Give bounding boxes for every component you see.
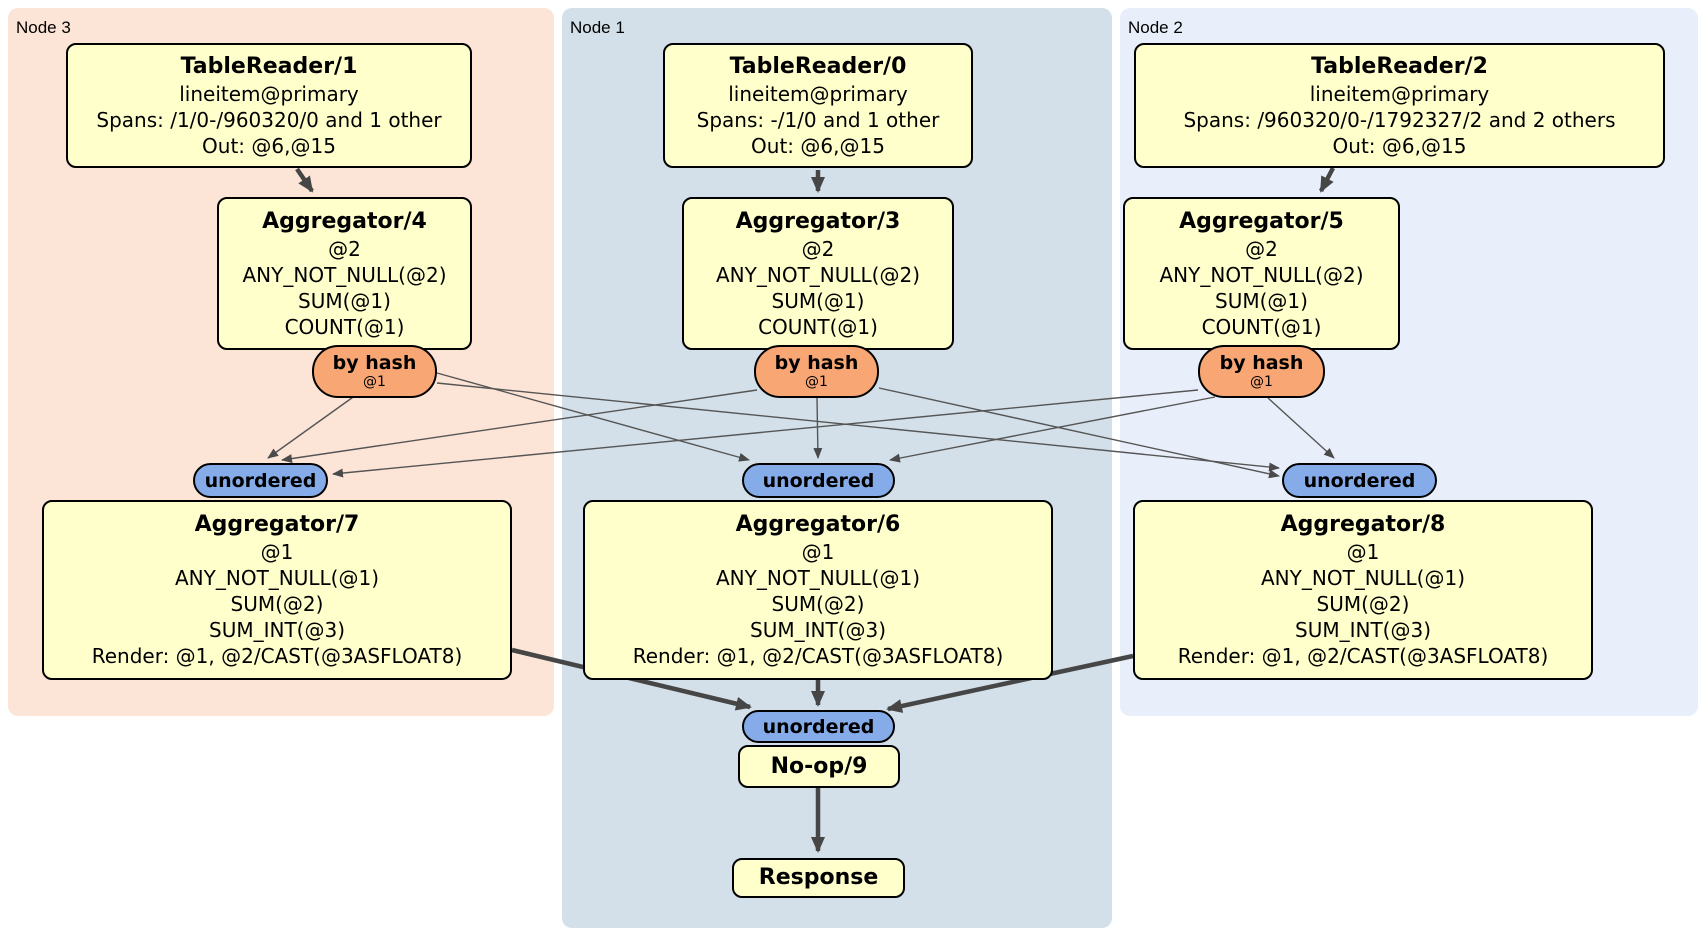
router-by-hash-node2: by hash @1 <box>1198 345 1325 398</box>
edge-bh3-u1 <box>436 372 750 462</box>
edge-agg8-ufinal <box>886 653 1134 713</box>
sync-label: unordered <box>204 469 317 492</box>
router-detail: @1 <box>1250 374 1273 390</box>
processor-title: Aggregator/4 <box>262 208 427 234</box>
processor-line: COUNT(@1) <box>758 314 878 339</box>
processor-title: No-op/9 <box>770 753 868 779</box>
processor-line: Spans: /1/0-/960320/0 and 1 other <box>96 107 442 132</box>
router-label: by hash <box>332 352 417 374</box>
node2-region-label: Node 2 <box>1128 18 1183 37</box>
sync-label: unordered <box>762 715 875 738</box>
sync-label: unordered <box>762 469 875 492</box>
processor-title: Aggregator/8 <box>1280 512 1446 537</box>
processor-line: ANY_NOT_NULL(@1) <box>175 566 379 590</box>
processor-line: Render: @1, @2/CAST(@3ASFLOAT8) <box>632 644 1004 668</box>
router-by-hash-node3: by hash @1 <box>312 345 437 398</box>
processor-line: ANY_NOT_NULL(@1) <box>716 566 920 590</box>
edge-tr2-agg5 <box>1319 166 1335 193</box>
processor-title: TableReader/2 <box>1311 53 1488 79</box>
edge-bh2-u2 <box>1267 397 1335 459</box>
processor-line: Render: @1, @2/CAST(@3ASFLOAT8) <box>1177 644 1549 668</box>
router-by-hash-node1: by hash @1 <box>754 345 879 398</box>
processor-line: COUNT(@1) <box>1201 314 1322 339</box>
processor-aggregator-3: Aggregator/3 @2 ANY_NOT_NULL(@2) SUM(@1)… <box>682 197 954 350</box>
processor-line: Out: @6,@15 <box>751 133 885 158</box>
processor-line: lineitem@primary <box>1309 81 1490 106</box>
processor-tablereader-1: TableReader/1 lineitem@primary Spans: /1… <box>66 43 472 168</box>
edge-bh3-u3 <box>267 394 357 459</box>
processor-line: lineitem@primary <box>728 81 908 106</box>
processor-aggregator-4: Aggregator/4 @2 ANY_NOT_NULL(@2) SUM(@1)… <box>217 197 472 350</box>
processor-title: TableReader/1 <box>180 53 358 79</box>
processor-aggregator-6: Aggregator/6 @1 ANY_NOT_NULL(@1) SUM(@2)… <box>583 500 1053 680</box>
processor-line: SUM(@2) <box>771 592 865 616</box>
processor-line: ANY_NOT_NULL(@2) <box>716 262 920 287</box>
processor-noop-9: No-op/9 <box>738 745 900 788</box>
edge-bh1-u2 <box>878 387 1280 479</box>
processor-line: Out: @6,@15 <box>202 133 336 158</box>
processor-line: COUNT(@1) <box>284 314 405 339</box>
processor-line: SUM_INT(@3) <box>750 618 886 642</box>
processor-title: Response <box>758 865 879 890</box>
processor-title: Aggregator/5 <box>1179 208 1344 234</box>
processor-line: @1 <box>801 540 835 564</box>
router-detail: @1 <box>363 374 386 390</box>
processor-line: SUM(@1) <box>298 288 391 313</box>
processor-aggregator-7: Aggregator/7 @1 ANY_NOT_NULL(@1) SUM(@2)… <box>42 500 512 680</box>
processor-title: Aggregator/6 <box>735 512 901 537</box>
processor-line: Render: @1, @2/CAST(@3ASFLOAT8) <box>91 644 463 668</box>
node3-region-label: Node 3 <box>16 18 71 37</box>
sync-label: unordered <box>1303 469 1416 492</box>
processor-line: ANY_NOT_NULL(@2) <box>1159 262 1364 287</box>
processor-line: SUM(@1) <box>1215 288 1308 313</box>
router-label: by hash <box>774 352 859 374</box>
sync-unordered-node3: unordered <box>193 463 328 498</box>
processor-line: ANY_NOT_NULL(@2) <box>242 262 447 287</box>
node1-region-label: Node 1 <box>570 18 625 37</box>
edge-bh3-u2 <box>436 382 1280 472</box>
router-detail: @1 <box>805 374 828 390</box>
processor-line: @1 <box>1346 540 1380 564</box>
processor-line: SUM(@2) <box>230 592 324 616</box>
processor-line: @2 <box>328 236 361 261</box>
processor-line: SUM(@1) <box>771 288 865 313</box>
processor-title: Aggregator/3 <box>735 208 901 234</box>
edge-bh2-u3 <box>332 389 1199 478</box>
router-label: by hash <box>1219 352 1304 374</box>
processor-line: SUM_INT(@3) <box>209 618 345 642</box>
processor-tablereader-2: TableReader/2 lineitem@primary Spans: /9… <box>1134 43 1665 168</box>
processor-line: @2 <box>801 236 835 261</box>
processor-aggregator-8: Aggregator/8 @1 ANY_NOT_NULL(@1) SUM(@2)… <box>1133 500 1593 680</box>
edge-bh2-u1 <box>889 396 1216 463</box>
processor-line: Spans: /960320/0-/1792327/2 and 2 others <box>1183 107 1616 132</box>
edge-bh1-u3 <box>281 389 758 463</box>
processor-line: @2 <box>1245 236 1278 261</box>
processor-tablereader-0: TableReader/0 lineitem@primary Spans: -/… <box>663 43 973 168</box>
edge-tr1-agg4 <box>295 167 314 193</box>
processor-line: ANY_NOT_NULL(@1) <box>1261 566 1465 590</box>
processor-line: Spans: -/1/0 and 1 other <box>696 107 940 132</box>
processor-line: SUM_INT(@3) <box>1295 618 1431 642</box>
processor-line: lineitem@primary <box>179 81 359 106</box>
processor-line: Out: @6,@15 <box>1332 133 1467 158</box>
sync-unordered-node1: unordered <box>742 463 895 498</box>
sync-unordered-final: unordered <box>742 710 895 743</box>
processor-line: @1 <box>260 540 294 564</box>
processor-title: TableReader/0 <box>729 53 907 79</box>
processor-line: SUM(@2) <box>1316 592 1410 616</box>
response-node: Response <box>732 858 905 898</box>
edge-bh1-u1 <box>813 397 823 459</box>
processor-title: Aggregator/7 <box>194 512 360 537</box>
sync-unordered-node2: unordered <box>1282 463 1437 498</box>
processor-aggregator-5: Aggregator/5 @2 ANY_NOT_NULL(@2) SUM(@1)… <box>1123 197 1400 350</box>
